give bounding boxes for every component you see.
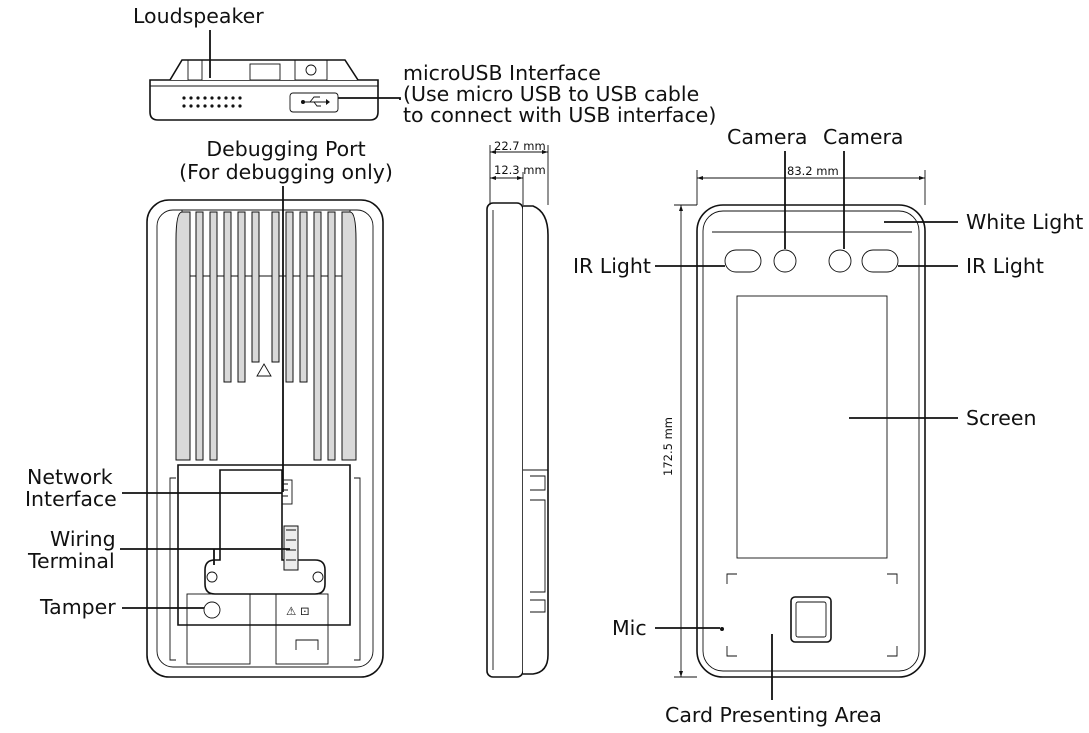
- microusb-port: [289, 92, 339, 113]
- label-debug-title: Debugging Port: [206, 137, 365, 161]
- dim-height: 172.5 mm: [661, 417, 675, 476]
- usb-icon: [301, 96, 330, 107]
- dim-depth-body: 12.3 mm: [494, 163, 546, 177]
- top-view: [149, 59, 379, 121]
- camera-right-lens: [828, 249, 852, 273]
- ir-light-right-window: [861, 249, 899, 273]
- screen-area: [736, 295, 888, 559]
- label-screen: Screen: [966, 406, 1036, 430]
- label-white-light: White Light: [966, 210, 1083, 234]
- label-network-line1: Network: [27, 465, 113, 489]
- label-mic: Mic: [612, 616, 647, 640]
- svg-text:⚠ ⊡: ⚠ ⊡: [286, 604, 310, 618]
- label-camera-left: Camera: [727, 125, 807, 149]
- label-debug-note: (For debugging only): [179, 160, 393, 184]
- label-camera-right: Camera: [823, 125, 903, 149]
- label-ir-light-right: IR Light: [966, 254, 1044, 278]
- label-card-area: Card Presenting Area: [665, 703, 882, 727]
- label-loudspeaker: Loudspeaker: [133, 4, 264, 28]
- leader-lines: [120, 30, 958, 700]
- side-view: [486, 145, 549, 678]
- mic-hole: [720, 627, 724, 631]
- camera-left-lens: [773, 249, 797, 273]
- label-ir-light-left: IR Light: [573, 254, 651, 278]
- dim-width: 83.2 mm: [787, 164, 839, 178]
- fingerprint-window-icon: [790, 596, 832, 643]
- label-wiring-line2: Terminal: [27, 549, 115, 573]
- speaker-grille: [182, 96, 242, 108]
- label-microusb-line2: (Use micro USB to USB cable: [403, 82, 699, 106]
- front-view: [674, 170, 926, 678]
- ir-light-left-window: [724, 249, 762, 273]
- tamper-button: [203, 601, 221, 619]
- heat-sink-fins: [175, 211, 357, 461]
- label-network-line2: Interface: [25, 487, 117, 511]
- label-microusb-title: microUSB Interface: [403, 61, 601, 85]
- warning-triangle-icon: [256, 363, 272, 377]
- label-wiring-line1: Wiring: [50, 527, 116, 551]
- label-tamper: Tamper: [39, 595, 116, 619]
- label-microusb-line3: to connect with USB interface): [403, 103, 716, 127]
- dim-depth-total: 22.7 mm: [494, 139, 546, 153]
- back-view: ⚠ ⊡: [146, 199, 384, 678]
